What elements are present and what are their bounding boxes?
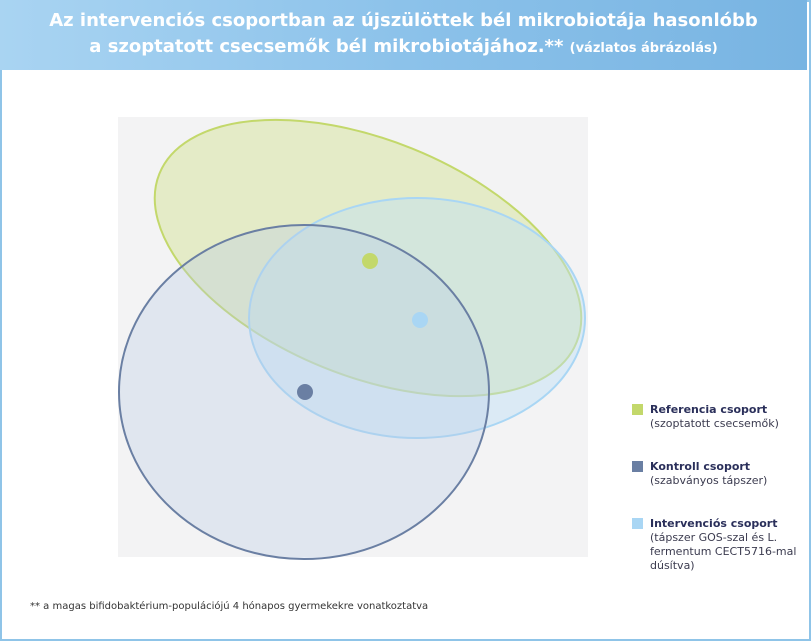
legend-swatch-intervention bbox=[632, 518, 643, 529]
legend-desc-reference: (szoptatott csecsemők) bbox=[650, 417, 779, 430]
legend-desc-control: (szabványos tápszer) bbox=[650, 474, 768, 487]
title-line-2: a szoptatott csecsemők bél mikrobiotájáh… bbox=[0, 36, 807, 60]
legend-label-control: Kontroll csoport bbox=[650, 460, 751, 473]
legend-swatch-reference bbox=[632, 404, 643, 415]
legend-control: Kontroll csoport (szabványos tápszer) bbox=[632, 460, 811, 490]
reference-group-point bbox=[362, 253, 378, 269]
title-note: (vázlatos ábrázolás) bbox=[569, 41, 718, 56]
legend-swatch-control bbox=[632, 461, 643, 472]
title-line-2-main: a szoptatott csecsemők bél mikrobiotájáh… bbox=[89, 36, 564, 57]
control-group-point bbox=[297, 384, 313, 400]
legend-intervention: Intervenciós csoport (tápszer GOS-szal é… bbox=[632, 517, 811, 577]
intervention-group-point bbox=[412, 312, 428, 328]
legend-desc-intervention: (tápszer GOS-szal és L. fermentum CECT57… bbox=[650, 531, 797, 572]
legend-reference: Referencia csoport (szoptatott csecsemők… bbox=[632, 403, 811, 433]
footnote: ** a magas bifidobaktérium-populációjú 4… bbox=[30, 601, 429, 612]
title-line-1: Az intervenciós csoportban az újszülötte… bbox=[49, 10, 758, 31]
legend-label-intervention: Intervenciós csoport bbox=[650, 517, 778, 530]
title-banner: Az intervenciós csoportban az újszülötte… bbox=[0, 0, 807, 70]
legend-label-reference: Referencia csoport bbox=[650, 403, 768, 416]
